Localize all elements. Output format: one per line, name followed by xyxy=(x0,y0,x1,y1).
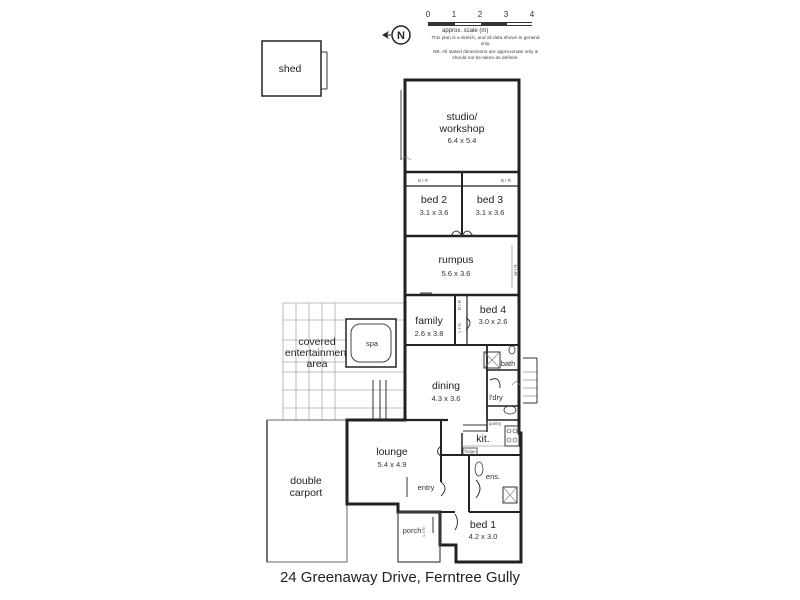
carport-label-line2: carport xyxy=(290,487,323,499)
property-address: 24 Greenaway Drive, Ferntree Gully xyxy=(279,569,521,586)
room-dim-dining: 4.3 x 3.6 xyxy=(432,394,461,403)
room-label-bath: bath xyxy=(501,359,516,368)
room-label-pantry: pantry xyxy=(489,421,502,426)
room-dim-bed2: 3.1 x 3.6 xyxy=(420,208,449,217)
fixtures xyxy=(400,90,538,531)
room-label-shed: shed xyxy=(279,63,302,75)
scale-tick: 0 xyxy=(425,10,431,19)
room-dim-bed4: 3.0 x 2.6 xyxy=(479,317,508,326)
disclaimer-note: This plan is a sketch, and all data show… xyxy=(431,36,540,47)
entertainment-label-line1: covered xyxy=(298,336,336,348)
room-dim-bed3: 3.1 x 3.6 xyxy=(476,208,505,217)
room-label-ldry: l'dry xyxy=(489,393,503,402)
room-label-bed1: bed 1 xyxy=(470,519,496,531)
lin-label: L I N xyxy=(457,323,462,332)
room-label-studio-line1: studio/ xyxy=(447,111,478,123)
room-label-fridge: fridge xyxy=(464,449,476,454)
lin-label: L I N xyxy=(421,527,426,536)
interior-walls xyxy=(403,170,521,513)
scale-tick: 1 xyxy=(451,10,457,19)
north-compass-icon: N xyxy=(382,25,411,45)
bir-label: B I R xyxy=(501,178,512,183)
entertainment-label-line2: entertainment xyxy=(285,347,349,359)
carport-label-line1: double xyxy=(290,475,322,487)
house-outline xyxy=(345,78,523,564)
compass-letter: N xyxy=(397,30,405,42)
scale-label: approx. scale (m) xyxy=(442,28,489,34)
scale-tick: 4 xyxy=(529,10,535,19)
bir-label: B I R xyxy=(457,299,462,310)
room-label-rumpus: rumpus xyxy=(438,254,473,266)
room-label-studio-line2: workshop xyxy=(439,123,485,135)
room-label-bed2: bed 2 xyxy=(421,194,447,206)
scale-tick: 3 xyxy=(503,10,509,19)
room-label-bed3: bed 3 xyxy=(477,194,503,206)
room-dim-lounge: 5.4 x 4.9 xyxy=(378,460,407,469)
room-label-entry: entry xyxy=(418,483,435,492)
room-label-ens: ens. xyxy=(486,472,500,481)
double-carport: double carport xyxy=(266,419,348,563)
entertainment-deck: covered entertainment area xyxy=(282,302,405,429)
scale-bar xyxy=(428,22,533,26)
spa: spa xyxy=(345,318,397,368)
room-label-family: family xyxy=(415,315,443,327)
wir-label: W I R xyxy=(513,264,518,276)
room-label-porch: porch xyxy=(403,526,422,535)
room-label-dining: dining xyxy=(432,380,460,392)
room-dim-family: 2.6 x 3.8 xyxy=(415,329,444,338)
room-label-spa: spa xyxy=(366,339,379,348)
entertainment-label-line3: area xyxy=(306,358,327,370)
dimension-note: NB: All stated dimensions are approximat… xyxy=(432,50,539,61)
robe-labels: B I R B I R W I R B I R L I N L I N xyxy=(418,178,518,537)
room-dim-rumpus: 5.6 x 3.6 xyxy=(442,269,471,278)
room-label-lounge: lounge xyxy=(376,446,408,458)
room-dim-studio: 6.4 x 5.4 xyxy=(448,136,477,145)
room-label-bed4: bed 4 xyxy=(480,304,506,316)
scale-tick: 2 xyxy=(477,10,483,19)
room-labels: studio/ workshop 6.4 x 5.4 bed 2 3.1 x 3… xyxy=(376,111,515,541)
bir-label: B I R xyxy=(418,178,429,183)
room-dim-bed1: 4.2 x 3.0 xyxy=(469,532,498,541)
shed: shed xyxy=(261,40,328,97)
room-label-kitchen: kit. xyxy=(476,433,489,445)
